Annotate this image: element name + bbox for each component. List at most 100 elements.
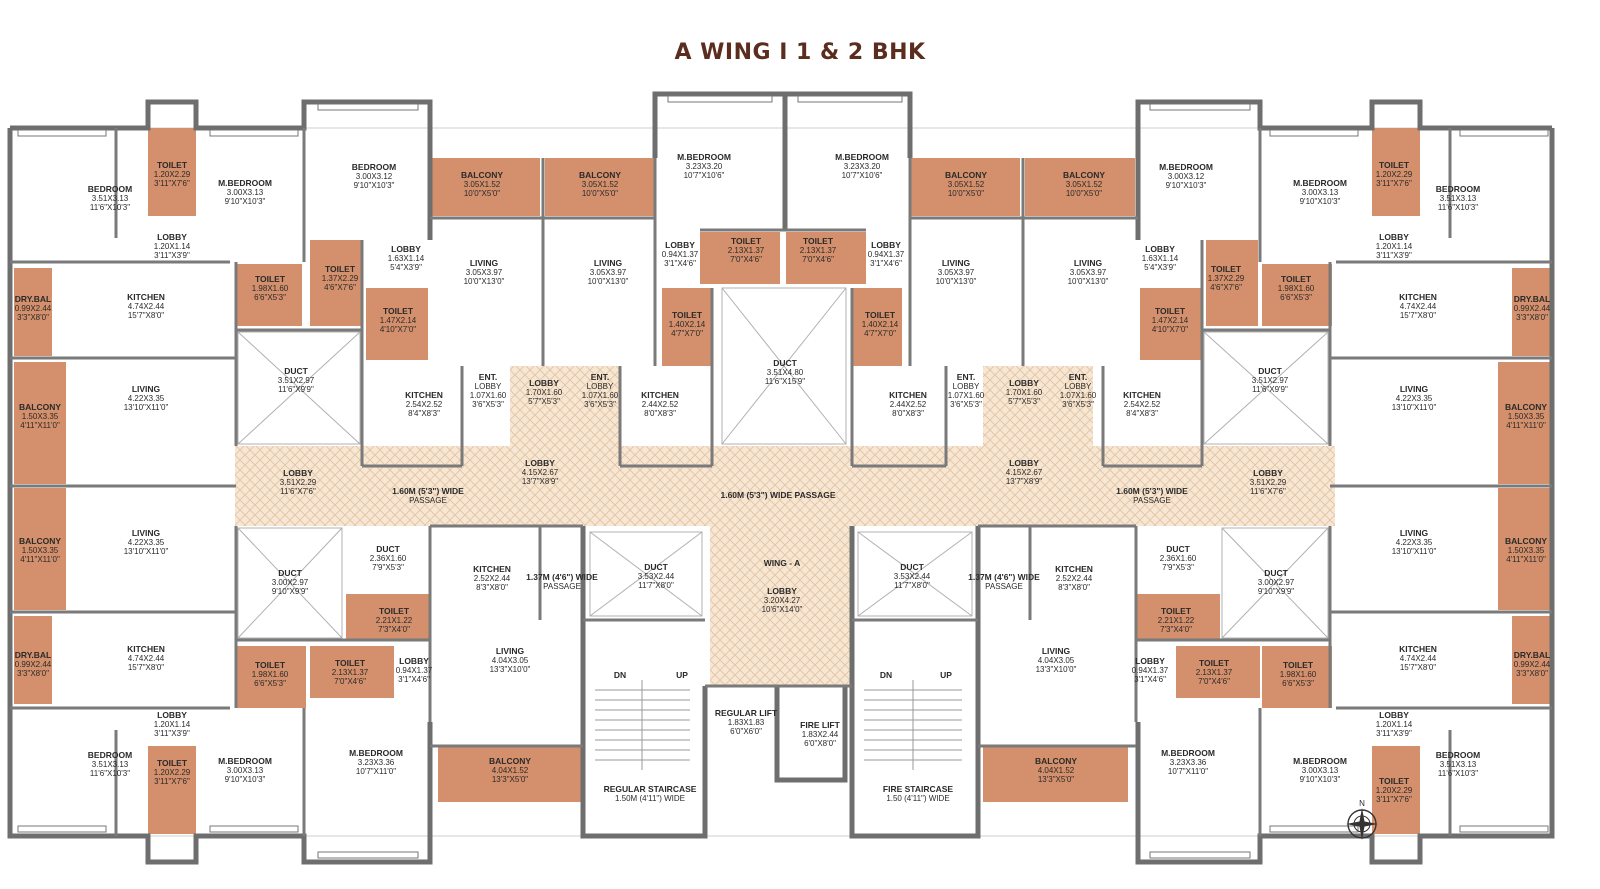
room-label-line: 0.94X1.37 [868, 250, 905, 259]
ducts [237, 287, 1329, 639]
room-label-line: 1.07X1.60 [948, 391, 985, 400]
balcony-area [1498, 362, 1550, 484]
room-label-line: 0.99X2.44 [1514, 304, 1551, 313]
room-label-line: TOILET [1283, 660, 1314, 670]
room-label-line: 10'0"X13'0" [588, 277, 629, 286]
room-label-line: ENT. [957, 372, 975, 382]
room-label-line: 2.21X1.22 [376, 616, 413, 625]
room-label-line: 7'0"X4'6" [334, 677, 366, 686]
room-label-line: 4'11"X11'0" [1506, 421, 1546, 430]
room-label-line: FIRE LIFT [800, 720, 840, 730]
toilet-area [1176, 646, 1260, 698]
common-lobby-area [235, 366, 1335, 686]
toilet-area [700, 232, 780, 284]
room-label-line: 3'11"X3'9" [1376, 729, 1412, 738]
room-label-line: KITCHEN [127, 292, 165, 302]
toilet-area [1262, 264, 1332, 326]
room-label-line: LOBBY [665, 240, 695, 250]
room-label-line: TOILET [1379, 160, 1410, 170]
room-label-line: 3'11"X7'6" [1376, 179, 1412, 188]
room-label-line: LIVING [132, 384, 161, 394]
room-label-line: 9'10"X10'3" [1300, 197, 1341, 206]
room-label-line: 5'4"X3'9" [1144, 263, 1176, 272]
room-label-line: 10'7"X11'0" [356, 767, 396, 776]
room-label-line: DRY.BAL [15, 650, 52, 660]
room-label-line: LOBBY [1145, 244, 1175, 254]
room-label-line: 3.51X4.80 [767, 368, 804, 377]
room-label-line: 4.74X2.44 [128, 654, 165, 663]
room-label-line: LIVING [1042, 646, 1071, 656]
room-label-line: TOILET [255, 274, 286, 284]
room-label-line: 2.44X2.52 [890, 400, 927, 409]
compass-label: N [1359, 799, 1365, 808]
balcony-area [545, 158, 655, 216]
room-label-line: 4.04X1.52 [1038, 766, 1075, 775]
room-label-line: 13'3"X5'0" [1038, 775, 1074, 784]
room-label-line: DRY.BAL [1514, 294, 1551, 304]
room-label-line: BALCONY [945, 170, 987, 180]
room-label-line: LOBBY [1009, 378, 1039, 388]
room-label-line: 11'6"X10'3" [1438, 769, 1478, 778]
dry-balcony-area [14, 268, 52, 356]
room-label-line: 4.74X2.44 [1400, 654, 1437, 663]
room-label-line: 1.98X1.60 [1278, 284, 1315, 293]
room-label-line: FIRE STAIRCASE [883, 784, 954, 794]
room-label-line: 1.83X1.83 [728, 718, 765, 727]
room-label-line: 1.40X2.14 [862, 320, 899, 329]
room-label-line: 6'6"X5'3" [1280, 293, 1312, 302]
room-label-line: 1.40X2.14 [669, 320, 706, 329]
room-label-line: PASSAGE [1133, 496, 1171, 505]
toilet-area [662, 288, 712, 366]
room-label-line: LOBBY [767, 586, 797, 596]
room-label-line: 3.23X3.36 [358, 758, 395, 767]
room-label-c-up2: UP [940, 670, 952, 680]
room-label-line: 2.52X2.44 [474, 574, 511, 583]
room-label-line: 1.20X1.14 [154, 242, 191, 251]
room-label-line: 11'7"X8'0" [894, 581, 930, 590]
room-label-line: 11'6"X15'9" [765, 377, 805, 386]
toilet-area [786, 232, 866, 284]
room-label-line: 1.20X2.29 [154, 768, 191, 777]
room-label-line: PASSAGE [543, 582, 581, 591]
room-label-line: 0.94X1.37 [396, 666, 433, 675]
room-label-line: 10'7"X10'6" [684, 171, 725, 180]
room-label-line: TOILET [731, 236, 762, 246]
room-label-line: KITCHEN [127, 644, 165, 654]
room-label-line: LOBBY [1065, 382, 1092, 391]
room-label-line: 1.07X1.60 [582, 391, 619, 400]
room-label-line: 2.21X1.22 [1158, 616, 1195, 625]
room-label-line: 13'3"X5'0" [492, 775, 528, 784]
room-label-line: 10'7"X10'6" [842, 171, 883, 180]
room-label-line: 11'6"X7'6" [280, 487, 316, 496]
toilet-area [310, 240, 362, 326]
room-label-line: M.BEDROOM [349, 748, 403, 758]
room-label-line: 1.60M (5'3") WIDE [1116, 486, 1188, 496]
room-label-line: 1.50 (4'11") WIDE [886, 794, 949, 803]
room-label-line: LIVING [942, 258, 971, 268]
